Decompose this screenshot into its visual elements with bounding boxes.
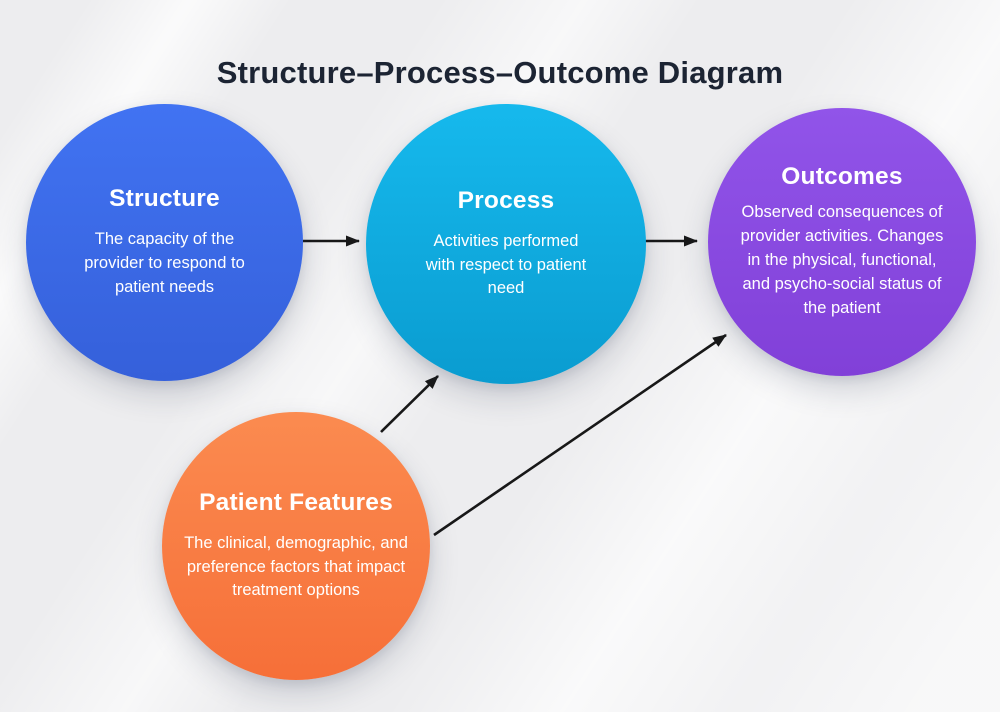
node-structure-label: Structure [109,185,220,213]
node-patient-features-description: The clinical, demographic, and preferenc… [184,533,408,600]
node-structure: Structure The capacity of the provider t… [26,104,303,381]
page-title: Structure–Process–Outcome Diagram [216,54,784,90]
node-patient-features-label: Patient Features [199,488,393,516]
node-outcomes-label: Outcomes [781,163,903,191]
arrow-patient-features-to-process [380,375,439,433]
node-outcomes-description: Observed consequences of provider activi… [740,203,944,317]
node-process: Process Activities performed with respec… [366,104,646,384]
node-structure-description: The capacity of the provider to respond … [84,230,245,296]
node-process-description: Activities performed with respect to pat… [425,231,587,298]
node-process-label: Process [457,186,555,214]
node-patient-features: Patient Features The clinical, demograph… [162,412,430,680]
node-outcomes: Outcomes Observed consequences of provid… [708,108,976,376]
